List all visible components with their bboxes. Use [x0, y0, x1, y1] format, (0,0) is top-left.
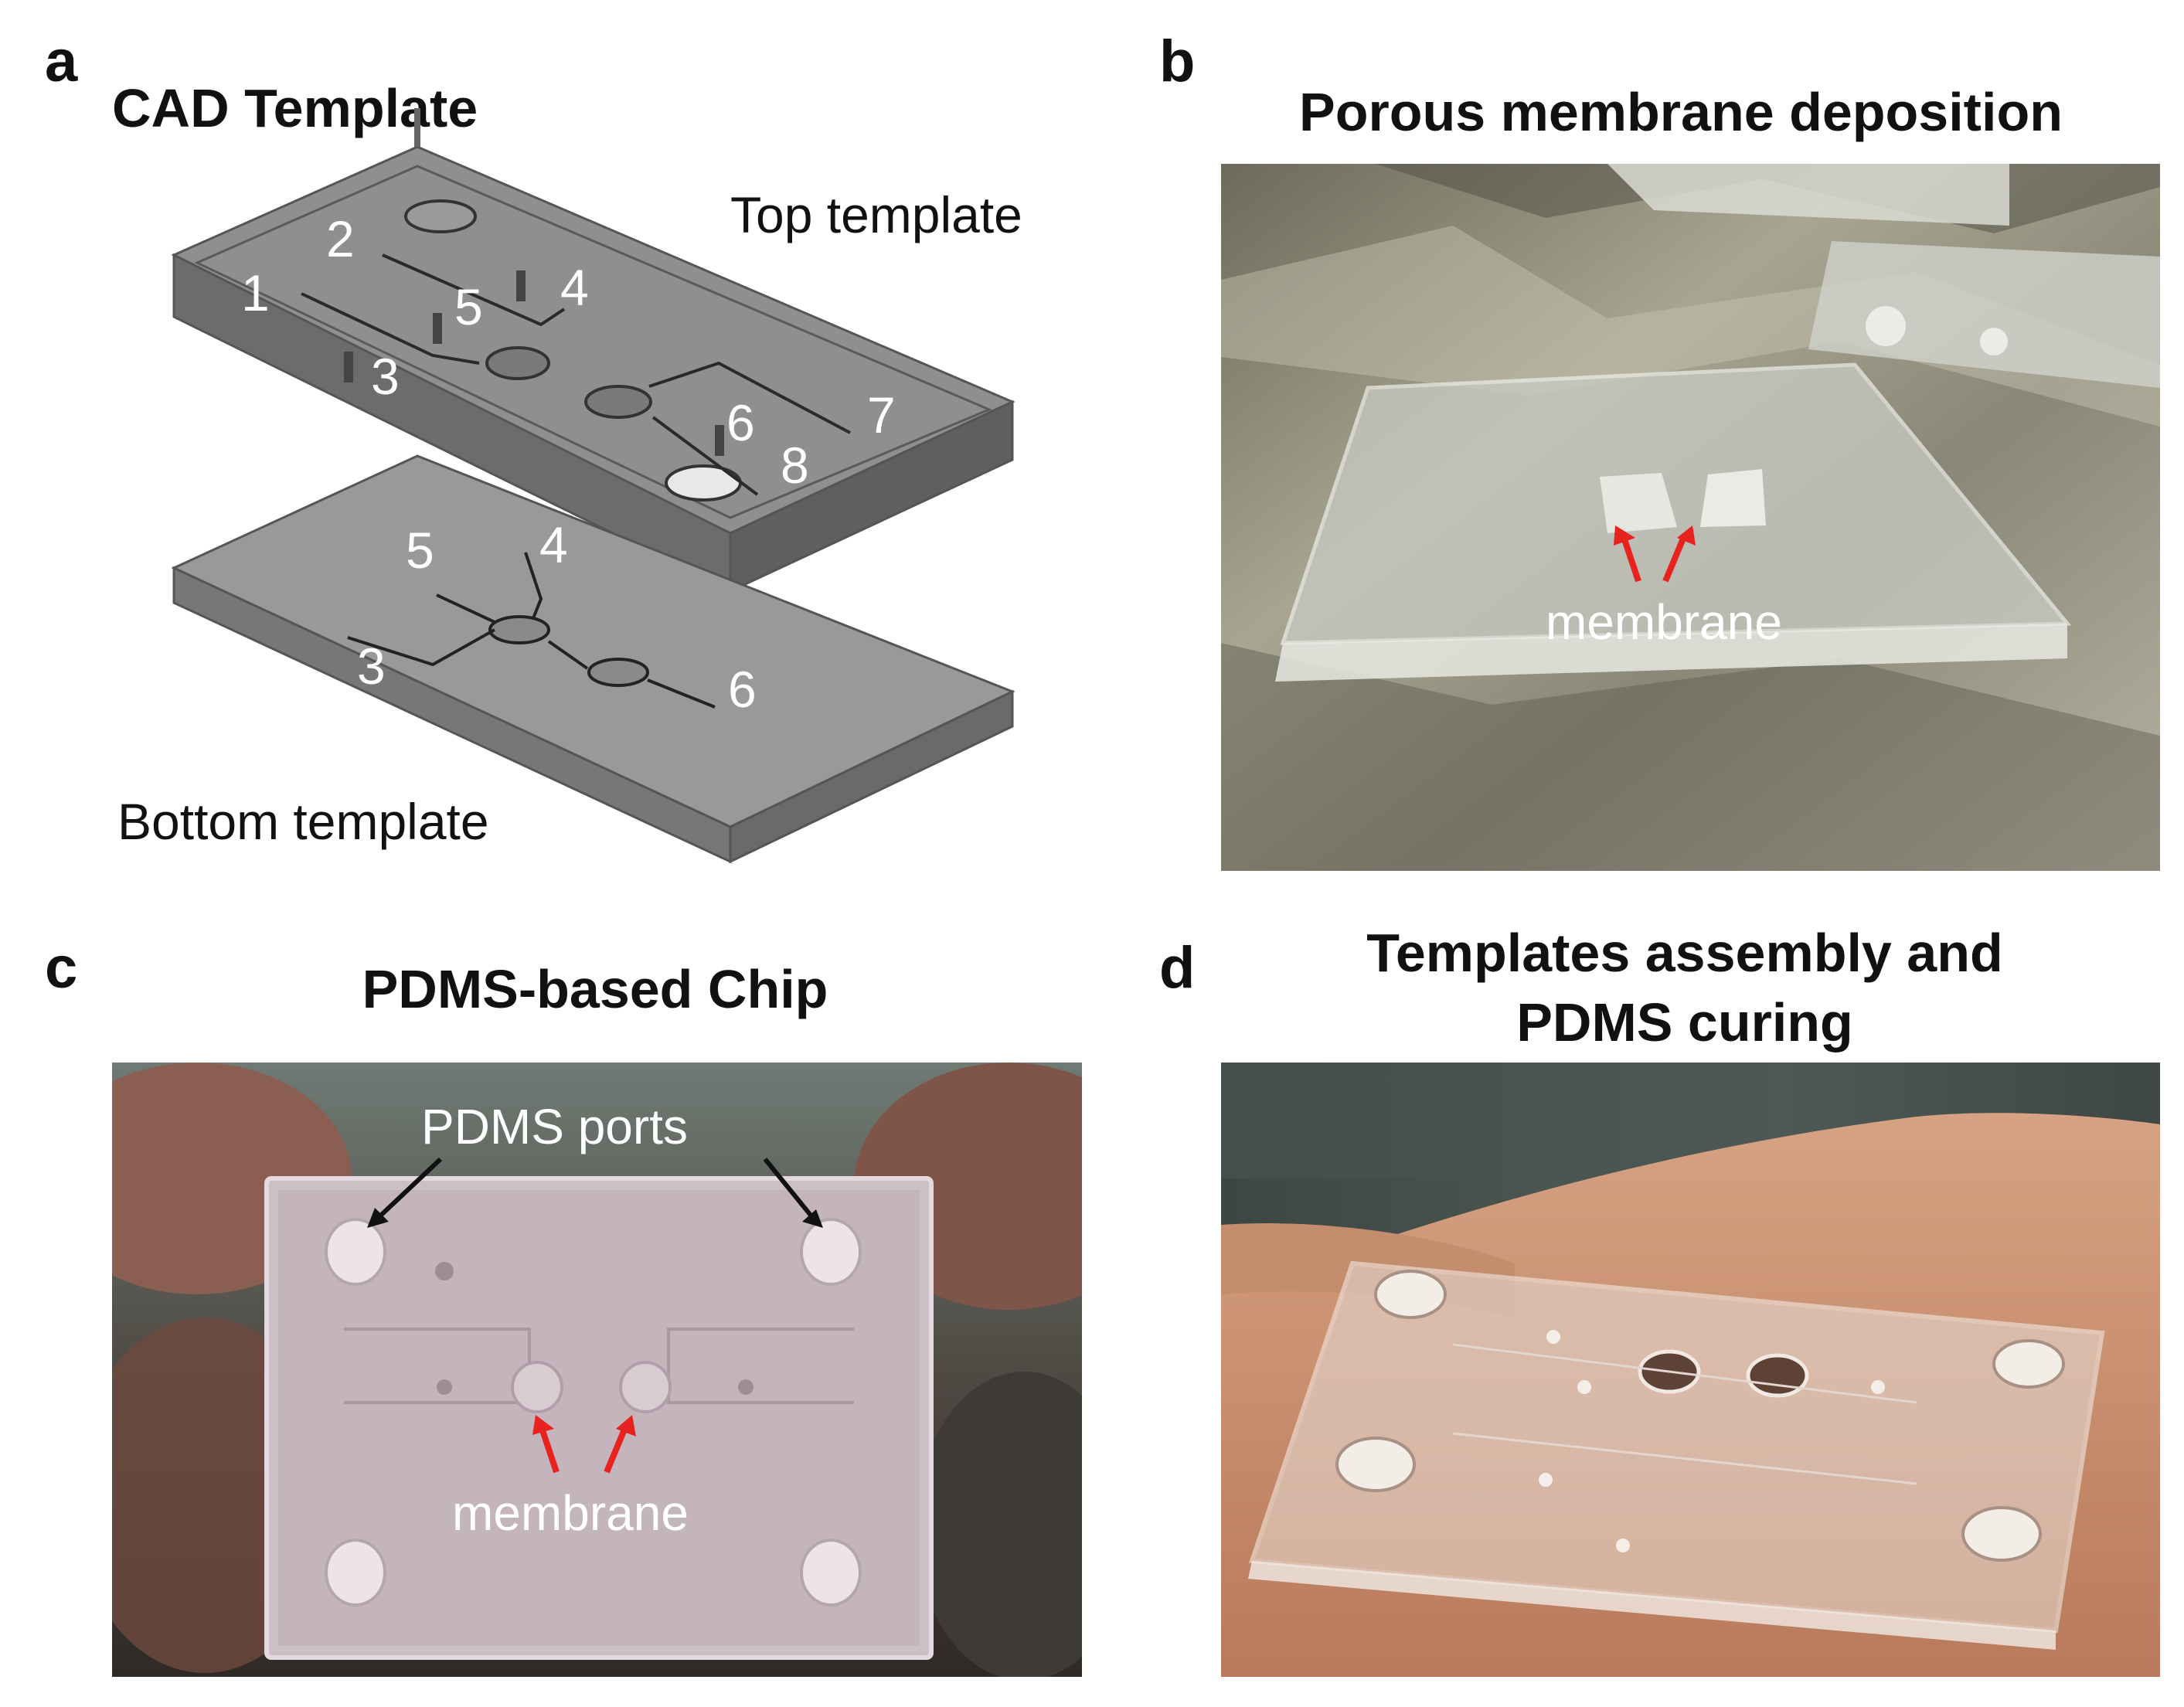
panel-letter-d: d: [1159, 935, 1196, 1001]
bottom-template-plate: [171, 454, 1015, 864]
top-number-5: 5: [454, 278, 483, 335]
panel-b-title: Porous membrane deposition: [1299, 82, 2063, 142]
panel-letter-b: b: [1159, 29, 1196, 94]
top-number-2: 2: [326, 210, 355, 267]
membrane-arrow-left: [1614, 525, 1641, 583]
top-number-7: 7: [867, 386, 896, 444]
top-template-plate: [171, 108, 1015, 593]
membrane-arrow-c-left: [532, 1415, 560, 1474]
templates-assembly-photo: [1221, 1063, 2160, 1677]
membrane-arrow-right: [1662, 525, 1696, 583]
membrane-label-b: membrane: [1546, 594, 1782, 650]
top-template-label: Top template: [730, 186, 1022, 243]
port-arrow-right: [763, 1158, 823, 1228]
pdms-ports-label: PDMS ports: [421, 1099, 688, 1154]
top-number-3: 3: [371, 348, 400, 405]
top-number-1: 1: [241, 264, 270, 321]
panel-letter-c: c: [45, 935, 78, 1001]
panel-letter-a: a: [45, 29, 78, 94]
bottom-number-3: 3: [357, 638, 386, 695]
panel-c-title: PDMS-based Chip: [362, 959, 828, 1019]
panel-d-title-line2: PDMS curing: [1516, 992, 1853, 1052]
membrane-arrow-c-right: [604, 1415, 636, 1474]
panel-d-title-line1: Templates assembly and: [1366, 923, 2003, 983]
top-number-4: 4: [560, 259, 589, 316]
bottom-template-label: Bottom template: [117, 793, 489, 850]
bottom-number-6: 6: [728, 661, 757, 718]
cad-template-drawing: 1 2 3 4 5 6 7 8 5 4 3 6: [171, 108, 1015, 864]
bottom-number-4: 4: [539, 516, 568, 573]
bottom-number-5: 5: [406, 522, 434, 579]
pdms-chip-photo: PDMS ports membrane: [112, 1063, 1082, 1677]
top-number-8: 8: [781, 437, 809, 494]
port-arrow-left: [367, 1157, 443, 1228]
top-number-6: 6: [726, 394, 755, 451]
membrane-label-c: membrane: [452, 1485, 689, 1541]
membrane-deposition-photo: membrane: [1221, 164, 2160, 871]
